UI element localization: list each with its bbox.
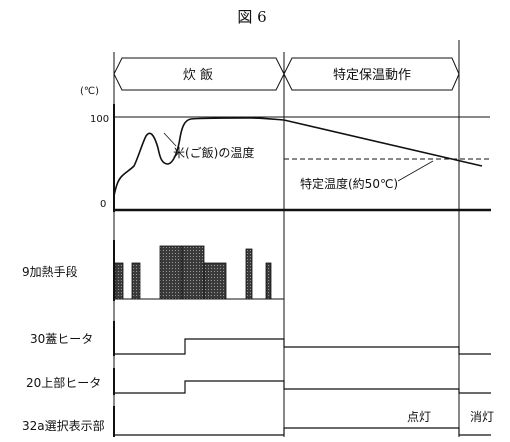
phase-arrow-warming: 特定保温動作 [283, 57, 460, 91]
top-heater-row: 20上部ヒータ [26, 368, 491, 395]
heater-pulse [131, 262, 141, 300]
heater-pulse [114, 262, 124, 300]
rice-temp-leader [163, 132, 177, 147]
heater-pulse [203, 262, 227, 300]
display-on-label: 点灯 [407, 410, 431, 424]
display-signal [114, 427, 491, 436]
temperature-chart: (℃) 100 0 米(ご飯)の温度 特定温度(約50℃) [80, 86, 492, 212]
y-tick-0: 0 [100, 199, 106, 210]
setpoint-leader [397, 160, 434, 182]
heater-pulse [265, 262, 272, 300]
display-row: 32a選択表示部 点灯 消灯 [22, 406, 494, 437]
unit-label: (℃) [80, 86, 99, 97]
top-heater-label: 20上部ヒータ [26, 375, 101, 390]
rice-temp-label: 米(ご飯)の温度 [173, 145, 254, 160]
lid-heater-label: 30蓋ヒータ [30, 332, 93, 346]
display-label: 32a選択表示部 [22, 418, 105, 433]
heater-row: 9加熱手段 [22, 240, 284, 301]
figure-title: 図 6 [237, 8, 266, 26]
heater-pulse [245, 248, 253, 300]
rice-temperature-curve [113, 117, 483, 197]
phase-label-cooking: 炊 飯 [183, 68, 213, 83]
setpoint-label: 特定温度(約50℃) [300, 176, 398, 191]
lid-heater-row: 30蓋ヒータ [30, 321, 491, 356]
lid-heater-signal [114, 338, 491, 355]
phase-arrow-cooking: 炊 飯 [113, 57, 285, 91]
top-heater-signal [114, 380, 491, 394]
y-tick-100: 100 [90, 114, 109, 125]
phase-label-warming: 特定保温動作 [333, 68, 411, 83]
display-off-label: 消灯 [470, 410, 494, 424]
heater-pulse [181, 245, 205, 300]
heater-label: 9加熱手段 [22, 264, 78, 279]
heater-pulse [159, 245, 183, 300]
